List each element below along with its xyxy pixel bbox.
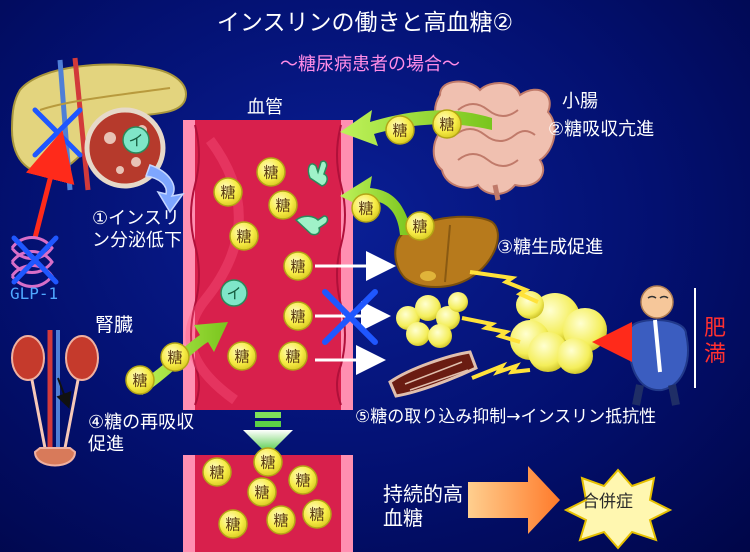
sugar-token-circle: [125, 365, 155, 395]
sugar-token-label: 糖: [273, 512, 288, 530]
sugar-token-circle: [405, 211, 435, 241]
page-subtitle: ～糖尿病患者の場合～: [280, 54, 460, 75]
sugar-token-label: 糖: [309, 506, 324, 524]
sugar-token-circle: [213, 177, 243, 207]
sugar-token-circle: [256, 157, 286, 187]
insulin-token-label: イ: [128, 132, 143, 150]
glp1-to-pancreas-arrow: [25, 130, 75, 239]
sugar-token-circle: [288, 465, 318, 495]
sugar-token-circle: [268, 190, 298, 220]
pancreas-illustration: [10, 57, 187, 214]
sugar-token-label: 糖: [132, 372, 147, 390]
sugar-token-label: 糖: [358, 200, 373, 218]
kidney-illustration: [11, 330, 99, 467]
complication-label: 合併症: [582, 492, 633, 512]
complication-burst: [563, 468, 673, 550]
sugar-token-label: 糖: [209, 464, 224, 482]
sugar-token-circle: [385, 115, 415, 145]
insulin-token-circle: [220, 279, 248, 307]
sugar-token-label: 糖: [254, 484, 269, 502]
sugar-token-label: 糖: [225, 516, 240, 534]
liver-effect: ③糖生成促進: [497, 237, 604, 258]
sugar-token-label: 糖: [220, 184, 235, 202]
uptake-effect: ⑤糖の取り込み抑制→インスリン抵抗性: [355, 407, 657, 427]
sugar-token-label: 糖: [412, 218, 427, 236]
intestine-effect: ②糖吸収亢進: [548, 119, 655, 140]
sugar-token-label: 糖: [275, 197, 290, 215]
sugar-token-circle: [283, 301, 313, 331]
down-arrow: [243, 412, 293, 455]
sugar-token-circle: [229, 221, 259, 251]
fat-cells-small: [396, 292, 468, 348]
sugar-token-label: 糖: [290, 308, 305, 326]
sugar-token-label: 糖: [263, 164, 278, 182]
sugar-token-circle: [278, 341, 308, 371]
glp1-coil-icon: [10, 235, 59, 288]
obese-person-illustration: [628, 285, 696, 406]
intestine-illustration: [432, 80, 556, 201]
sugar-token-label: 糖: [234, 348, 249, 366]
outcome-arrow: [468, 466, 560, 534]
sugar-token-circle: [351, 193, 381, 223]
sugar-token-label: 糖: [290, 258, 305, 276]
insulin-token-label: イ: [226, 285, 241, 303]
sugar-token-label: 糖: [236, 228, 251, 246]
kidney-label: 腎臓: [95, 314, 134, 336]
muscle-illustration: [388, 350, 478, 398]
sugar-token-label: 糖: [167, 349, 182, 367]
sugar-token-label: 糖: [285, 348, 300, 366]
fat-uptake-block-x-icon: [322, 289, 378, 345]
fat-cells-large: [510, 291, 607, 374]
intestine-label: 小腸: [562, 91, 598, 112]
sugar-token-circle: [283, 251, 313, 281]
obesity-label: 肥満: [704, 316, 727, 368]
sugar-token-circle: [302, 499, 332, 529]
sugar-token-circle: [253, 447, 283, 477]
sugar-token-label: 糖: [295, 472, 310, 490]
sugar-token-circle: [218, 509, 248, 539]
sugar-token-label: 糖: [439, 116, 454, 134]
sugar-token-circle: [227, 341, 257, 371]
glp1-label: GLP-1: [10, 284, 59, 303]
sugar-token-circle: [432, 109, 462, 139]
sugar-token-label: 糖: [260, 454, 275, 472]
sugar-token-circle: [160, 342, 190, 372]
lightning-bolts: [461, 270, 539, 380]
vessel-label: 血管: [247, 97, 283, 118]
page-title: インスリンの働きと高血糖②: [216, 10, 514, 36]
sugar-token-label: 糖: [392, 122, 407, 140]
insulin-receptor-icon: [294, 160, 329, 236]
pancreas-effect: ①インスリン分泌低下: [92, 208, 182, 251]
insulin-token-circle: [122, 126, 150, 154]
sugar-token-circle: [247, 477, 277, 507]
sugar-token-circle: [202, 457, 232, 487]
kidney-effect: ④糖の再吸収促進: [88, 412, 195, 455]
sugar-token-circle: [266, 505, 296, 535]
outcome-state: 持続的高血糖: [383, 482, 463, 530]
